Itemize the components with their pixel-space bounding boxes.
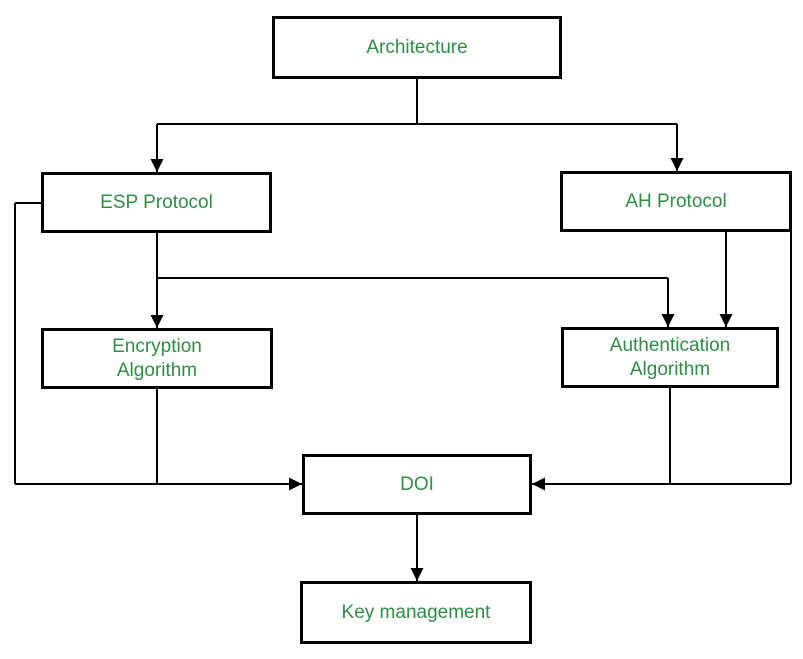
node-doi: DOI <box>302 454 532 515</box>
node-encryption-algorithm: Encryption Algorithm <box>41 328 273 389</box>
node-esp-protocol: ESP Protocol <box>41 172 272 233</box>
node-ah-protocol: AH Protocol <box>560 171 792 232</box>
node-key-management: Key management <box>300 581 532 644</box>
node-authentication-algorithm: Authentication Algorithm <box>561 327 779 388</box>
node-architecture: Architecture <box>272 16 562 79</box>
